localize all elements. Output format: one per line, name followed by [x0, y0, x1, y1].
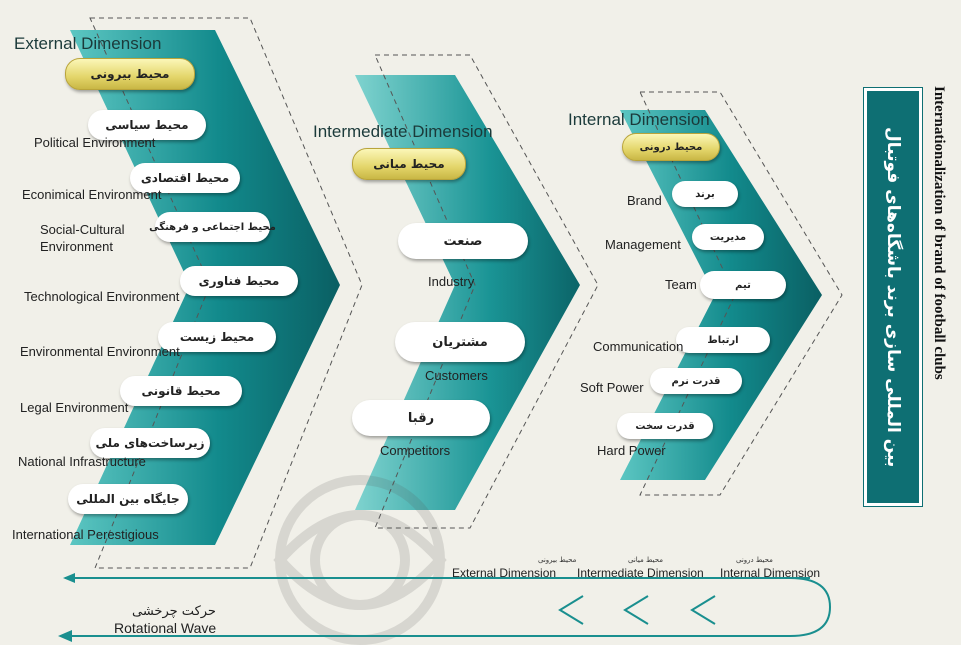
bottom-label-2-en: Intermediate Dimension — [577, 566, 704, 580]
intermediate-item-1-fa: صنعت — [398, 223, 528, 259]
intermediate-item-1-en: Industry — [428, 274, 475, 289]
internal-badge: محیط درونی — [622, 133, 720, 161]
external-item-4-fa: محیط فناوری — [180, 266, 298, 296]
bottom-label-3-en: Internal Dimension — [720, 566, 821, 580]
intermediate-heading: Intermediate Dimension — [313, 122, 493, 141]
intermediate-item-3-fa: رقبا — [352, 400, 490, 436]
external-item-3-en: Social-Cultural Environment — [40, 222, 125, 254]
internal-item-3-en: Team — [665, 277, 697, 292]
external-heading: External Dimension — [14, 34, 162, 53]
external-item-8-en: International Perestigious — [12, 527, 159, 542]
small-chevron-2 — [623, 595, 649, 625]
bottom-label-1-fa: محیط بیرونی — [538, 556, 577, 564]
external-item-1-fa: محیط سیاسی — [88, 110, 206, 140]
internal-item-1-en: Brand — [627, 193, 662, 208]
intermediate-item-2-en: Customers — [425, 368, 488, 383]
title-box: بین المللی سازی برند باشگاه‌های فوتبال — [863, 87, 923, 507]
external-item-6-en: Legal Environment — [20, 400, 129, 415]
external-item-5-fa: محیط زیست — [158, 322, 276, 352]
wave-label-fa: حرکت چرخشی — [132, 604, 216, 619]
external-item-8-fa: جایگاه بین المللی — [68, 484, 188, 514]
external-item-6-fa: محیط قانونی — [120, 376, 242, 406]
internal-item-6-en: Hard Power — [597, 443, 666, 458]
small-chevron-3 — [690, 595, 716, 625]
internal-heading: Internal Dimension — [568, 110, 710, 129]
external-item-7-en: National Infrastructure — [18, 454, 146, 469]
external-item-1-en: Political Environment — [34, 135, 156, 150]
external-badge: محیط بیرونی — [65, 58, 195, 90]
title-english: Internationalization of brand of footbal… — [931, 86, 947, 380]
internal-item-5-fa: قدرت نرم — [650, 368, 742, 394]
external-item-7-fa: زیرساخت‌های ملی — [90, 428, 210, 458]
internal-item-4-en: Communication — [593, 339, 684, 354]
internal-dashed-outline — [639, 91, 843, 496]
watermark-rosette — [273, 475, 447, 645]
internal-item-1-fa: برند — [672, 181, 738, 207]
external-item-5-en: Environmental Environment — [20, 344, 180, 359]
external-item-4-en: Technological Environment — [24, 289, 180, 304]
wave-label-en: Rotational Wave — [114, 620, 217, 636]
top-arrow-head — [63, 573, 75, 583]
internal-item-6-fa: قدرت سخت — [617, 413, 713, 439]
external-item-3-fa: محیط اجتماعی و فرهنگی — [149, 212, 276, 242]
external-item-2-en: Econimical Environment — [22, 187, 162, 202]
internal-item-5-en: Soft Power — [580, 380, 644, 395]
bottom-label-3-fa: محیط درونی — [736, 556, 773, 564]
bottom-label-2-fa: محیط میانی — [628, 556, 664, 564]
intermediate-item-3-en: Competitors — [380, 443, 451, 458]
wave-loop — [789, 577, 832, 637]
small-chevron-1 — [558, 595, 584, 625]
bottom-arrow-head — [58, 630, 72, 642]
title-persian: بین المللی سازی برند باشگاه‌های فوتبال — [883, 126, 903, 468]
external-item-2-fa: محیط اقتصادی — [130, 163, 240, 193]
intermediate-badge: محیط میانی — [352, 148, 466, 180]
intermediate-dashed-outline — [374, 54, 599, 529]
internal-item-2-en: Management — [605, 237, 681, 252]
bottom-label-1-en: External Dimension — [452, 566, 557, 580]
internal-item-3-fa: تیم — [700, 271, 786, 299]
internal-item-2-fa: مدیریت — [692, 224, 764, 250]
intermediate-item-2-fa: مشتریان — [395, 322, 525, 362]
internal-item-4-fa: ارتباط — [676, 327, 770, 353]
